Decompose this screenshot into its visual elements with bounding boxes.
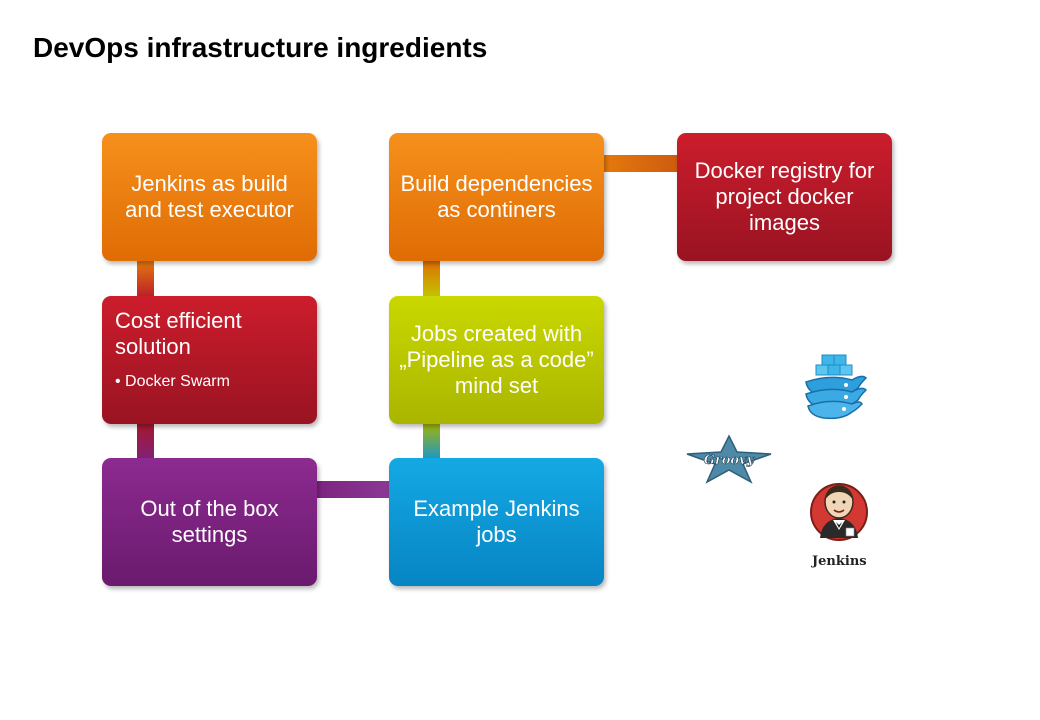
- box-example-jobs-label: Example Jenkins jobs: [413, 496, 580, 547]
- groovy-logo: Groovy: [686, 434, 772, 484]
- box-cost-efficient-label: Cost efficient solution: [115, 308, 242, 359]
- connector-cost-outofbox: [137, 422, 154, 462]
- connector-jenkins-cost: [137, 260, 154, 300]
- groovy-logo-text: Groovy: [704, 453, 756, 468]
- box-docker-registry-label: Docker registry for project docker image…: [694, 158, 875, 235]
- box-cost-efficient: Cost efficient solution • Docker Swarm: [102, 296, 317, 424]
- connector-builddeps-registry: [602, 155, 682, 172]
- box-docker-registry: Docker registry for project docker image…: [677, 133, 892, 261]
- box-example-jobs: Example Jenkins jobs: [389, 458, 604, 586]
- connector-outofbox-example: [315, 481, 393, 498]
- box-build-dependencies-label: Build dependencies as continers: [400, 171, 593, 222]
- box-cost-efficient-bullet: • Docker Swarm: [115, 373, 230, 390]
- connector-example-jobs: [423, 422, 440, 462]
- box-jenkins-executor-label: Jenkins as build and test executor: [125, 171, 294, 222]
- box-jobs-created: Jobs created with „Pipeline as a code” m…: [389, 296, 604, 424]
- box-jobs-created-label: Jobs created with „Pipeline as a code” m…: [399, 321, 594, 398]
- jenkins-logo: [810, 483, 868, 541]
- box-out-of-box: Out of the box settings: [102, 458, 317, 586]
- jenkins-logo-text: Jenkins: [812, 554, 867, 569]
- connector-jobs-builddeps: [423, 260, 440, 300]
- box-build-dependencies: Build dependencies as continers: [389, 133, 604, 261]
- docker-logo: [805, 354, 868, 420]
- box-jenkins-executor: Jenkins as build and test executor: [102, 133, 317, 261]
- page-title: DevOps infrastructure ingredients: [33, 32, 488, 63]
- box-out-of-box-label: Out of the box settings: [140, 496, 279, 547]
